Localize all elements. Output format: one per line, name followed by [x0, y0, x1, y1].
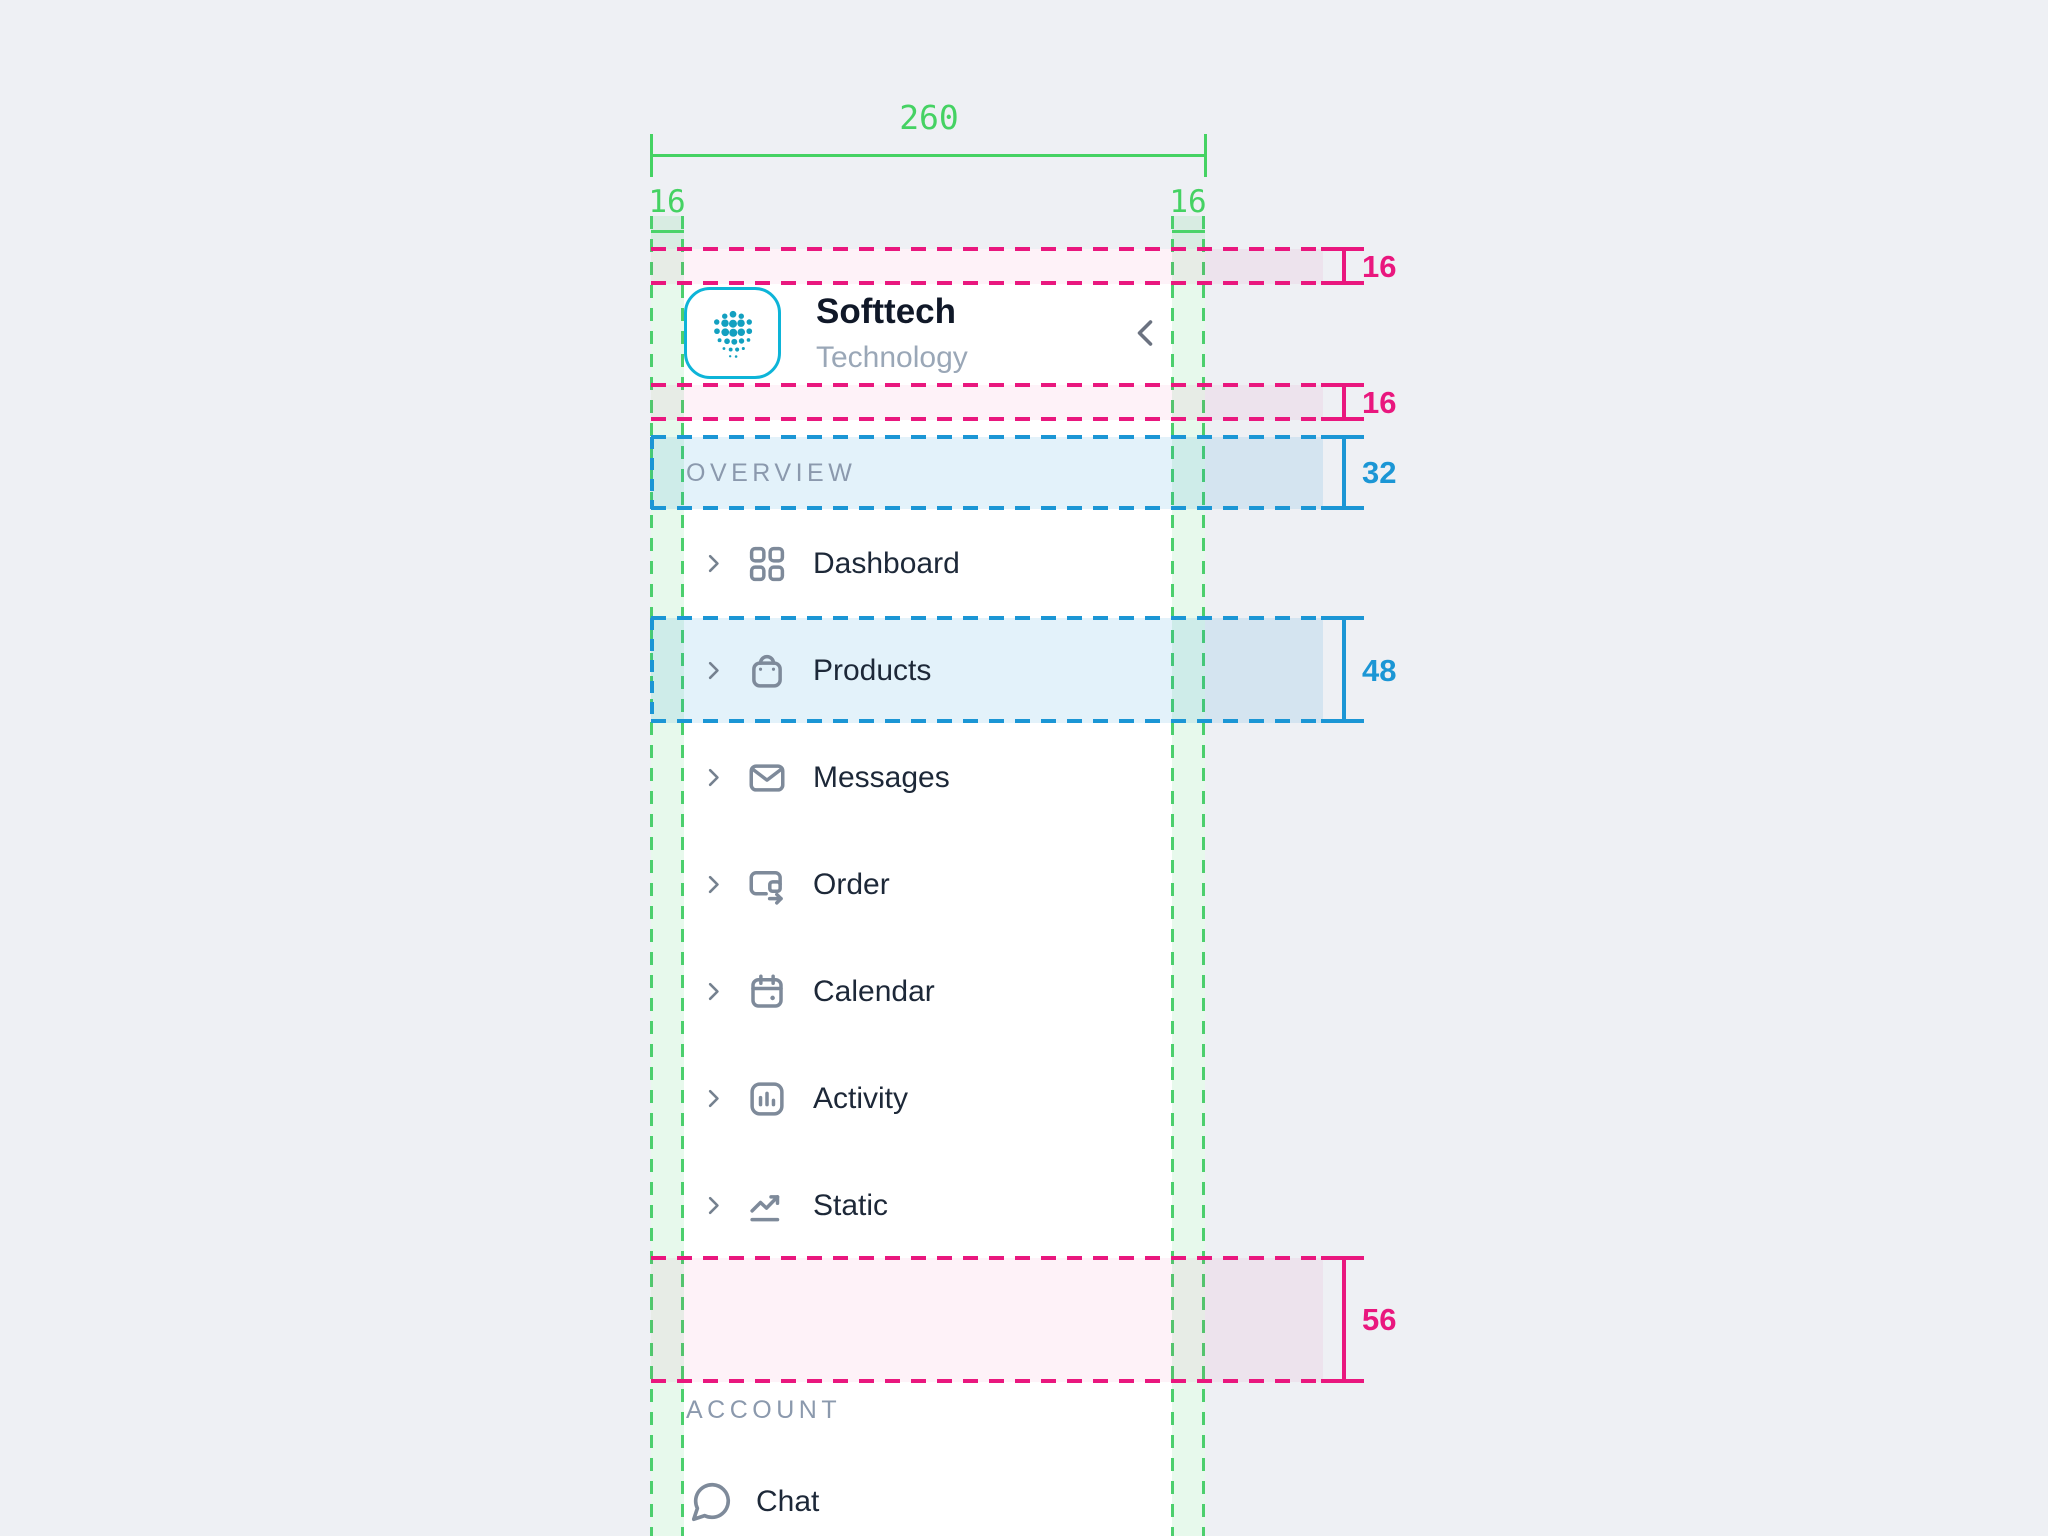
height-band-overview — [651, 437, 1323, 509]
width-measurement-tick-right — [1204, 134, 1207, 177]
measure-cap — [1321, 435, 1364, 439]
sidebar-item-calendar[interactable]: Calendar — [651, 938, 1205, 1045]
envelope-icon — [749, 763, 785, 792]
width-measurement-tick-left — [650, 134, 653, 177]
dashboard-grid-icon — [749, 546, 785, 581]
brand-name: Softtech — [816, 292, 956, 331]
sidebar-item-label: Static — [813, 1188, 889, 1222]
dashed-line — [651, 247, 1357, 251]
sidebar-item-chat[interactable]: Chat — [651, 1458, 1205, 1536]
measure-cap — [1321, 417, 1364, 421]
sidebar-item-activity[interactable]: Activity — [651, 1045, 1205, 1152]
width-measurement-line — [651, 154, 1207, 157]
top-margin-label: 16 — [1362, 248, 1397, 284]
sidebar-item-label: Activity — [813, 1081, 909, 1115]
logo-gap-label: 16 — [1362, 384, 1397, 420]
measure-cap — [1321, 383, 1364, 387]
padding-right-bracket — [1172, 230, 1205, 233]
measure-cap — [1321, 281, 1364, 285]
dashed-line — [650, 618, 654, 723]
calendar-icon — [751, 974, 783, 1008]
spacing-band-logo — [651, 385, 1323, 420]
measure-bracket — [1342, 385, 1346, 420]
sidebar-item-messages[interactable]: Messages — [651, 724, 1205, 831]
guide-line — [650, 216, 653, 1536]
padding-left-label: 16 — [648, 184, 686, 220]
wallet-arrow-icon — [749, 870, 783, 905]
width-measurement-label: 260 — [899, 98, 959, 137]
brand-logo — [684, 287, 781, 379]
dashed-line — [651, 435, 1357, 439]
dashed-line — [651, 1379, 1357, 1383]
sidebar-item-products[interactable]: Products — [651, 617, 1205, 724]
measure-bracket — [1342, 1258, 1346, 1382]
chevron-right-icon — [708, 1196, 719, 1215]
sidebar-item-label: Messages — [813, 760, 950, 794]
trend-up-icon — [750, 1194, 780, 1221]
padding-left-bracket — [651, 230, 684, 233]
dashed-line — [651, 1256, 1357, 1260]
sidebar-item-label: Dashboard — [813, 546, 960, 580]
bar-chart-icon — [750, 1081, 784, 1116]
item-height-label: 48 — [1362, 652, 1397, 688]
height-band-products — [651, 618, 1323, 723]
guide-line — [1171, 216, 1174, 1536]
chevron-left-icon — [1137, 320, 1153, 346]
dashed-line — [651, 383, 1357, 387]
sidebar-collapse-button[interactable] — [1128, 311, 1162, 355]
chevron-right-icon — [708, 554, 719, 573]
spacing-band-sections — [651, 1258, 1323, 1382]
chevron-right-icon — [708, 982, 719, 1001]
dashed-line — [651, 506, 1357, 510]
dashed-line — [651, 719, 1357, 723]
section-header-account: ACCOUNT — [686, 1396, 842, 1424]
section-gap-label: 56 — [1362, 1302, 1397, 1337]
sidebar-item-label: Calendar — [813, 974, 935, 1008]
measure-cap — [1321, 616, 1364, 620]
padding-right-label: 16 — [1169, 184, 1207, 220]
guide-line — [1202, 216, 1205, 1536]
sidebar-item-label: Products — [813, 653, 932, 687]
sidebar-item-dashboard[interactable]: Dashboard — [651, 510, 1205, 617]
sidebar-item-static[interactable]: Static — [651, 1152, 1205, 1259]
measure-bracket — [1342, 437, 1346, 509]
chevron-right-icon — [708, 661, 719, 680]
sidebar-item-label: Chat — [756, 1485, 820, 1518]
dot-cluster-logo-icon — [713, 310, 752, 358]
spacing-band-top — [651, 249, 1323, 284]
measure-cap — [1321, 1256, 1364, 1260]
measure-cap — [1321, 1379, 1364, 1383]
measure-cap — [1321, 719, 1364, 723]
overview-height-label: 32 — [1362, 455, 1397, 490]
dashed-line — [650, 437, 654, 509]
measure-cap — [1321, 506, 1364, 510]
dashed-line — [651, 417, 1357, 421]
chevron-right-icon — [708, 1089, 719, 1108]
sidebar-item-order[interactable]: Order — [651, 831, 1205, 938]
shopping-bag-icon — [752, 654, 782, 688]
measure-cap — [1321, 247, 1364, 251]
sidebar-item-label: Order — [813, 867, 890, 901]
chat-bubble-icon — [691, 1482, 731, 1522]
dashed-line — [651, 281, 1357, 285]
measure-bracket — [1342, 249, 1346, 284]
sidebar-surface — [651, 249, 1205, 1536]
chevron-right-icon — [708, 875, 719, 894]
brand-tagline: Technology — [816, 341, 968, 374]
chevron-right-icon — [708, 768, 719, 787]
measure-bracket — [1342, 618, 1346, 723]
guide-line — [681, 216, 684, 1536]
dashed-line — [651, 616, 1357, 620]
section-header-overview: OVERVIEW — [686, 458, 857, 487]
